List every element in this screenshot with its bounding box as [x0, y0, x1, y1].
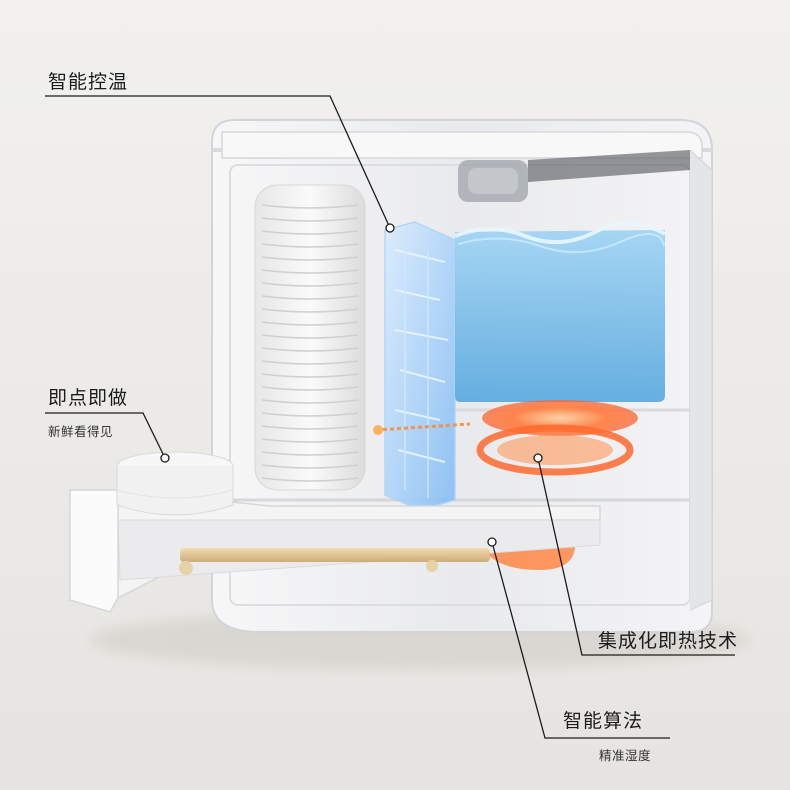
filter-ring — [261, 438, 359, 443]
filter-ring — [261, 464, 359, 469]
heater-element — [373, 400, 638, 476]
ingredient-pod — [116, 451, 234, 516]
filter-ring — [261, 347, 359, 352]
filter-ring — [261, 256, 359, 261]
filter-ring — [261, 204, 359, 209]
filter-ring — [261, 334, 359, 339]
filter-ring — [261, 399, 359, 404]
filter-rings — [261, 204, 359, 482]
filter-ring — [261, 386, 359, 391]
circuit-board — [384, 221, 456, 511]
dot-temp-control — [385, 223, 395, 233]
filter-ring — [261, 425, 359, 430]
callout-title-instant: 即点即做 — [48, 387, 129, 409]
callout-title-algorithm: 智能算法 — [563, 710, 644, 732]
line-instant — [45, 412, 166, 459]
filter-ring — [261, 373, 359, 378]
filter-ring — [261, 217, 359, 222]
filter-ring — [261, 243, 359, 248]
filter-ring — [261, 360, 359, 365]
filter-ring — [261, 477, 359, 482]
line-heating — [537, 457, 735, 656]
water-tank — [454, 221, 666, 402]
ingredient-drawer — [69, 489, 601, 613]
filter-ring — [261, 308, 359, 313]
dot-heating — [533, 453, 543, 463]
filter-ring — [261, 321, 359, 326]
dot-algorithm — [487, 537, 497, 547]
filter-ring — [261, 412, 359, 417]
callout-subtitle-algorithm: 精准湿度 — [599, 748, 652, 763]
filter-ring — [261, 282, 359, 287]
callout-lines — [45, 95, 735, 739]
callout-title-temp-control: 智能控温 — [48, 71, 129, 93]
fan-module — [458, 150, 690, 202]
line-temp-control — [45, 95, 391, 229]
filter-ring — [261, 295, 359, 300]
callout-title-heating: 集成化即热技术 — [598, 630, 739, 652]
dot-instant — [160, 453, 170, 463]
filter-ring — [261, 451, 359, 456]
callout-subtitle-instant: 新鲜看得见 — [48, 424, 114, 439]
filter-ring — [261, 230, 359, 235]
line-algorithm — [491, 541, 670, 739]
filter-ring — [261, 269, 359, 274]
